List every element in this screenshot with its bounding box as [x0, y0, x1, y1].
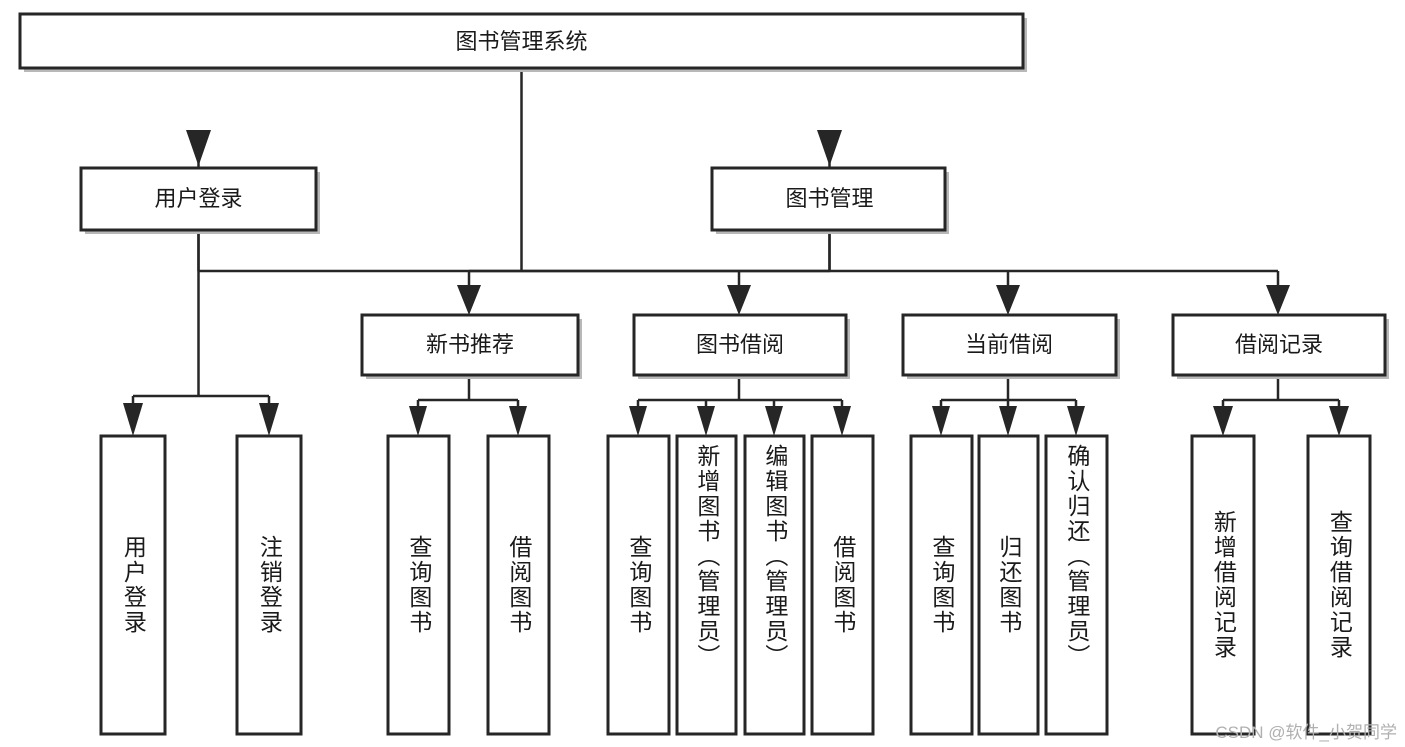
node-book-management[interactable]: 图书管理	[710, 166, 949, 234]
node-leaf-edit-book-box[interactable]	[743, 434, 806, 736]
node-borrow-record-label: 借阅记录	[1235, 332, 1323, 357]
arrowhead-to-current-borrow	[996, 285, 1020, 315]
node-book-borrow[interactable]: 图书借阅	[632, 313, 850, 379]
arrowhead-to-leaf-query-book-1	[409, 406, 427, 436]
node-user-login-label: 用户登录	[154, 186, 242, 211]
arrowhead-to-leaf-borrow-book-1	[509, 406, 527, 436]
node-book-borrow-box[interactable]	[632, 313, 848, 377]
node-leaf-query-record[interactable]	[1306, 434, 1372, 736]
node-leaf-query-record-box[interactable]	[1306, 434, 1372, 736]
node-leaf-logout[interactable]	[235, 434, 303, 736]
node-leaf-add-book-box[interactable]	[675, 434, 738, 736]
node-user-login-box[interactable]	[79, 166, 318, 232]
node-borrow-record-box[interactable]	[1171, 313, 1387, 377]
node-leaf-query-book-2[interactable]	[606, 434, 671, 736]
node-book-borrow-label: 图书借阅	[696, 332, 784, 357]
node-user-login[interactable]: 用户登录	[79, 166, 320, 234]
node-leaf-query-book-3[interactable]	[909, 434, 974, 736]
arrowhead-to-leaf-query-record	[1329, 406, 1349, 436]
node-current-borrow[interactable]: 当前借阅	[901, 313, 1120, 379]
node-leaf-add-record-box[interactable]	[1190, 434, 1256, 736]
arrowhead-to-leaf-add-record	[1213, 406, 1233, 436]
node-book-management-label: 图书管理	[785, 186, 873, 211]
node-leaf-user-login[interactable]	[99, 434, 167, 736]
arrowhead-to-book-borrow	[727, 285, 751, 315]
arrowhead-to-book-management	[817, 130, 842, 166]
node-leaf-confirm-return-box[interactable]	[1044, 434, 1109, 736]
node-leaf-query-book-1[interactable]	[386, 434, 451, 736]
csdn-watermark: CSDN @软件_小贺同学	[1215, 723, 1397, 742]
node-current-borrow-label: 当前借阅	[965, 332, 1053, 357]
node-root-box[interactable]	[18, 12, 1025, 70]
node-leaf-borrow-book-1[interactable]	[486, 434, 551, 736]
arrowhead-to-borrow-record	[1266, 285, 1290, 315]
node-leaf-borrow-book-1-box[interactable]	[486, 434, 551, 736]
node-leaf-return-book-box[interactable]	[977, 434, 1040, 736]
node-leaf-query-book-3-box[interactable]	[909, 434, 974, 736]
arrowhead-to-leaf-return-book	[999, 406, 1017, 436]
arrowhead-to-leaf-query-book-2	[629, 406, 647, 436]
arrowhead-to-leaf-confirm-return	[1067, 406, 1085, 436]
arrowhead-to-new-book-recommend	[457, 285, 481, 315]
arrowhead-to-leaf-query-book-3	[932, 406, 950, 436]
node-leaf-logout-box[interactable]	[235, 434, 303, 736]
node-new-book-recommend[interactable]: 新书推荐	[360, 313, 582, 379]
arrowhead-to-leaf-user-login	[123, 403, 143, 436]
node-leaf-return-book[interactable]	[977, 434, 1040, 736]
node-leaf-edit-book[interactable]	[743, 434, 806, 736]
node-leaf-add-book[interactable]	[675, 434, 738, 736]
arrowhead-to-user-login	[186, 130, 211, 166]
node-borrow-record[interactable]: 借阅记录	[1171, 313, 1389, 379]
node-root-label: 图书管理系统	[455, 29, 587, 54]
arrowhead-to-leaf-edit-book	[765, 406, 783, 436]
arrowhead-to-leaf-borrow-book-2	[833, 406, 851, 436]
arrowhead-to-leaf-logout	[259, 403, 279, 436]
node-leaf-user-login-box[interactable]	[99, 434, 167, 736]
node-leaf-add-record[interactable]	[1190, 434, 1256, 736]
arrowhead-group	[123, 130, 1349, 436]
node-new-book-recommend-box[interactable]	[360, 313, 580, 377]
node-leaf-borrow-book-2-box[interactable]	[810, 434, 875, 736]
node-root[interactable]: 图书管理系统	[18, 12, 1027, 72]
node-leaf-query-book-2-box[interactable]	[606, 434, 671, 736]
node-leaf-confirm-return[interactable]	[1044, 434, 1109, 736]
node-leaf-borrow-book-2[interactable]	[810, 434, 875, 736]
node-leaf-query-book-1-box[interactable]	[386, 434, 451, 736]
node-current-borrow-box[interactable]	[901, 313, 1118, 377]
node-book-management-box[interactable]	[710, 166, 947, 232]
node-new-book-recommend-label: 新书推荐	[426, 332, 514, 357]
arrowhead-to-leaf-add-book	[697, 406, 715, 436]
